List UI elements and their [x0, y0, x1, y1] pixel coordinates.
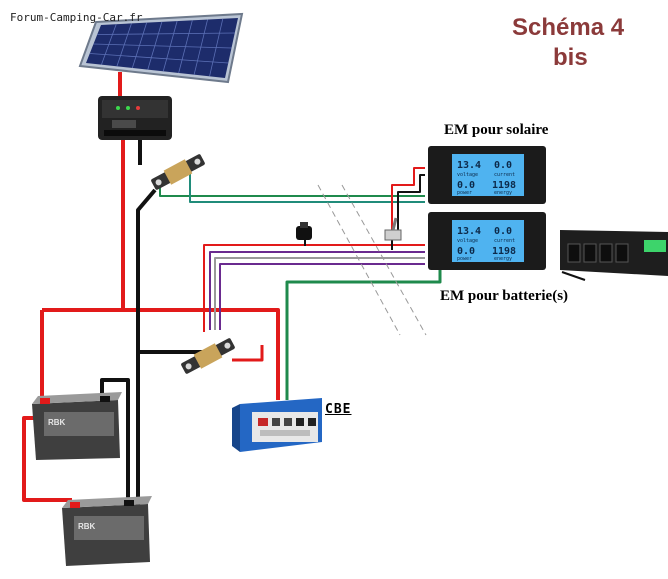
battery-power-reading: 0.0 — [457, 246, 475, 257]
fuse-holder — [296, 222, 312, 240]
battery-1-brand: RBK — [48, 418, 66, 427]
solar-shunt-green-wire — [159, 180, 425, 197]
switch-wire — [304, 240, 393, 250]
battery-em-purple-wire-2 — [219, 263, 425, 330]
battery-em-red-wire — [203, 244, 425, 332]
main-negative-wire — [136, 188, 157, 520]
solar-energy-reading: 1198 — [492, 180, 516, 191]
solar-em-red-feed — [391, 167, 425, 232]
solar-panel — [78, 12, 244, 84]
solar-meter-label: EM pour solaire — [444, 122, 549, 138]
diagram-title-line2: bis — [553, 44, 588, 71]
battery-2-brand: RBK — [78, 522, 96, 531]
battery-energy-label: energy — [494, 256, 512, 262]
battery-shunt — [181, 338, 235, 374]
battery-voltage-label: voltage — [457, 238, 478, 244]
battery-positive-bus — [42, 308, 280, 400]
battery-voltage-reading: 13.4 — [457, 226, 481, 237]
solar-power-reading: 0.0 — [457, 180, 475, 191]
battery-power-label: power — [457, 256, 472, 262]
battery-meter-label: EM pour batterie(s) — [440, 288, 569, 304]
watermark-text: Forum-Camping-Car.fr — [10, 11, 143, 24]
battery-1 — [32, 392, 122, 460]
solar-cell-divider — [89, 53, 229, 64]
shunt-red-wire — [232, 345, 264, 362]
wall-separator — [317, 184, 427, 336]
solar-shunt — [151, 154, 205, 190]
solar-cell-divider — [93, 43, 232, 49]
remote-control-panel — [560, 230, 668, 281]
toggle-switch — [384, 217, 402, 241]
solar-em-black-feed — [397, 174, 425, 232]
battery-current-label: current — [494, 238, 515, 244]
charge-controller — [98, 96, 172, 140]
battery-em-purple-wire-1 — [209, 251, 425, 330]
battery-current-reading: 0.0 — [494, 226, 512, 237]
battery-energy-meter — [428, 212, 546, 270]
diagram-title-line1: Schéma 4 — [512, 14, 625, 41]
battery-em-white-wire — [214, 257, 425, 330]
solar-shunt-teal-wire — [189, 165, 425, 203]
solar-voltage-reading: 13.4 — [457, 160, 481, 171]
solar-energy-meter — [428, 146, 546, 204]
battery-charger — [232, 398, 322, 452]
solar-cell-divider — [97, 32, 235, 35]
battery-2 — [62, 496, 152, 566]
solar-current-label: current — [494, 172, 515, 178]
solar-energy-label: energy — [494, 190, 512, 196]
solar-current-reading: 0.0 — [494, 160, 512, 171]
solar-power-label: power — [457, 190, 472, 196]
charger-brand-logo: CBE — [325, 402, 352, 417]
battery-em-green-wire — [285, 270, 442, 400]
battery-energy-reading: 1198 — [492, 246, 516, 257]
solar-voltage-label: voltage — [457, 172, 478, 178]
